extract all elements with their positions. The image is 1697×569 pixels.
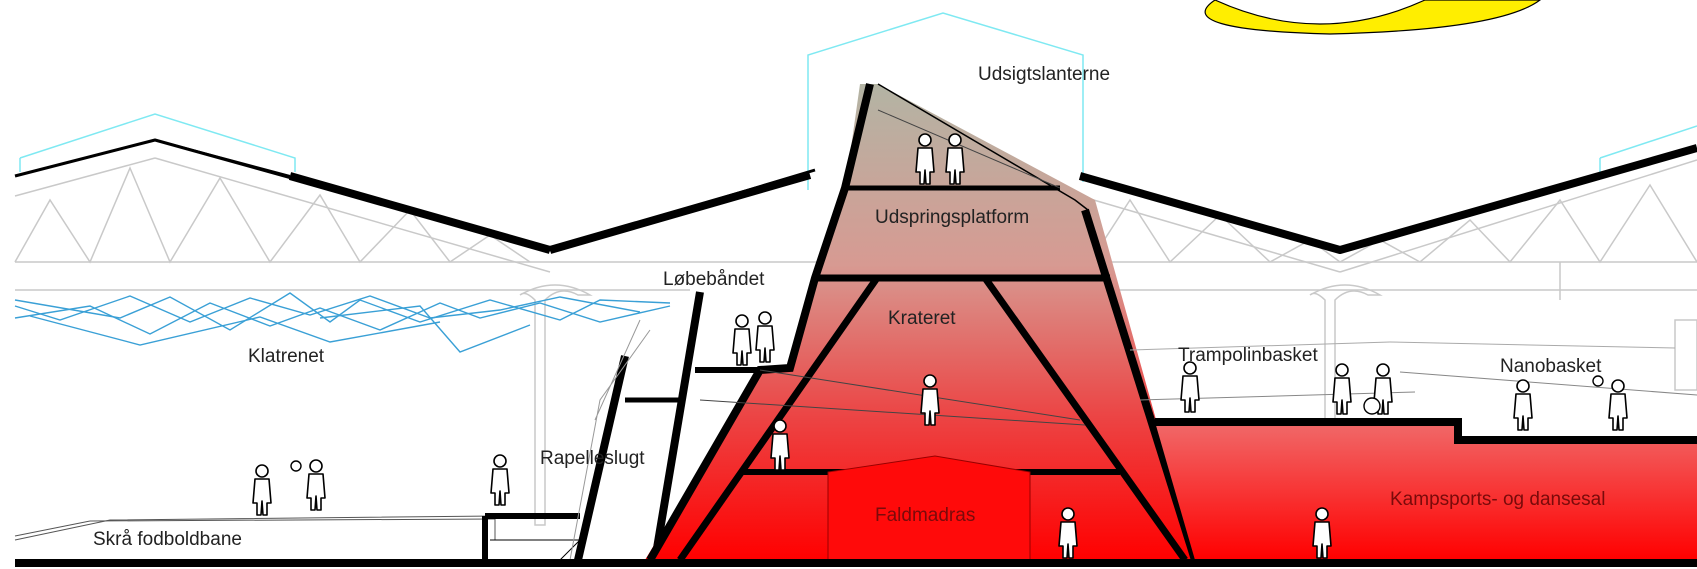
person-silhouette xyxy=(1180,361,1200,413)
rappel-structure xyxy=(482,291,790,561)
label-krateret: Krateret xyxy=(888,308,956,329)
climbing-net xyxy=(14,292,671,353)
person-silhouette xyxy=(732,314,752,366)
person-silhouette xyxy=(306,459,326,511)
fall-mattress xyxy=(827,455,1031,561)
label-kampsports: Kampsports- og dansesal xyxy=(1390,489,1605,510)
roof-line xyxy=(14,138,1697,254)
label-rapelleslugt: Rapelleslugt xyxy=(540,448,645,469)
label-trampolinbasket: Trampolinbasket xyxy=(1178,345,1318,366)
ball xyxy=(1363,397,1381,415)
ball xyxy=(290,460,302,472)
label-skra-fodboldbane: Skrå fodboldbane xyxy=(93,529,242,550)
sloped-football-field xyxy=(14,515,496,541)
tower-structure xyxy=(646,83,1199,563)
person-silhouette xyxy=(490,454,510,506)
balls xyxy=(290,375,1604,472)
sun-shape xyxy=(1204,0,1542,35)
label-udsigtslanterne: Udsigtslanterne xyxy=(978,64,1110,85)
roof-trusses xyxy=(14,157,1697,526)
person-silhouette xyxy=(1608,379,1628,431)
ball xyxy=(1592,375,1604,387)
person-silhouette xyxy=(755,311,775,363)
label-lobebandet: Løbebåndet xyxy=(663,269,765,290)
person-silhouette xyxy=(1513,379,1533,431)
label-nanobasket: Nanobasket xyxy=(1500,356,1602,377)
label-klatrenet: Klatrenet xyxy=(248,346,325,367)
person-silhouette xyxy=(252,464,272,516)
martial-arts-hall xyxy=(1155,422,1697,560)
label-udspringsplatform: Udspringsplatform xyxy=(875,207,1029,228)
skylights xyxy=(19,12,1697,190)
hall-structure xyxy=(1129,341,1697,444)
label-faldmadras: Faldmadras xyxy=(875,505,975,526)
